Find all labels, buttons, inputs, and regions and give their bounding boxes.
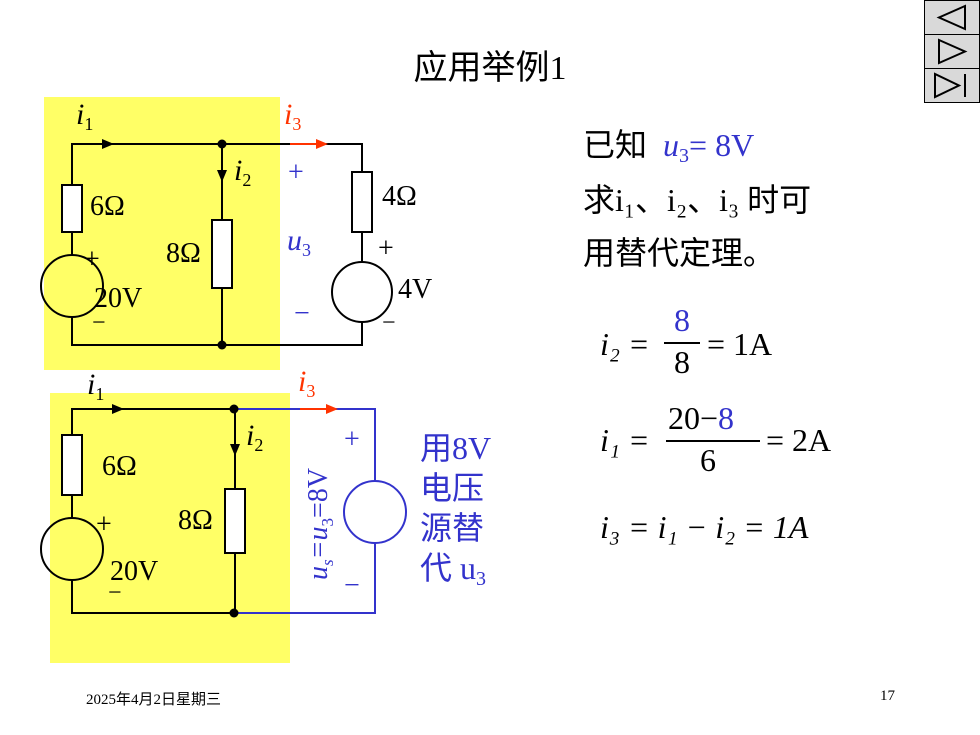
node-bottom [217, 340, 227, 350]
label-r1: 6Ω [90, 191, 125, 222]
node-top [217, 139, 227, 149]
circuit-1: i1 i2 i3 6Ω 8Ω 4Ω + 20V − + 4V − + u3 − [40, 97, 432, 370]
page-title: 应用举例1 [413, 50, 567, 87]
src1-plus-2: + [96, 509, 112, 540]
src1-plus: + [84, 244, 100, 275]
label-r1-2: 6Ω [102, 451, 137, 482]
resistor-8ohm-2 [224, 488, 246, 554]
resistor-6ohm [61, 184, 83, 233]
i1-arrow-icon-2 [112, 404, 124, 414]
eq1-lhs: i₂ = [600, 326, 650, 362]
prev-slide-button[interactable] [924, 0, 980, 35]
eq2-fraction-bar [666, 440, 760, 442]
i1-arrow-icon [102, 139, 114, 149]
u3-minus: − [294, 298, 310, 329]
label-r3: 4Ω [382, 181, 417, 212]
page-number: 17 [880, 688, 895, 704]
wire-top-blue [232, 408, 376, 481]
eq1-numerator: 8 [674, 302, 690, 338]
resistor-6ohm-2 [61, 434, 83, 496]
last-slide-button[interactable] [924, 68, 980, 103]
eq1-rhs: = 1A [707, 326, 773, 362]
label-i1-2: i1 [87, 368, 104, 404]
src2-plus: + [378, 233, 394, 264]
src2-minus: − [382, 310, 396, 336]
eq2-numerator: 20−8 [668, 400, 735, 436]
eq2-lhs: i₁ = [600, 422, 650, 458]
us-minus: − [344, 570, 360, 601]
given-line: 已知 u3= 8V [583, 127, 755, 167]
i2-arrow-icon [217, 170, 227, 182]
note-line-1: 用8V [420, 430, 492, 466]
eq3: i₃ = i₁ − i₂ = 1A [600, 509, 809, 545]
label-i2: i2 [234, 154, 251, 190]
highlight-region-2 [50, 393, 290, 663]
resistor-4ohm [351, 171, 373, 233]
highlight-region-1 [44, 97, 280, 370]
note-line-4: 代 u3 [420, 550, 487, 590]
next-slide-button[interactable] [924, 34, 980, 69]
voltage-source-20v [40, 254, 104, 318]
src1-minus-2: − [108, 580, 122, 606]
voltage-source-20v-2 [40, 517, 104, 581]
eq2-rhs: = 2A [766, 422, 832, 458]
eq1-fraction-bar [664, 342, 700, 344]
voltage-source-4v [331, 261, 393, 323]
label-us-rotated: us=u3=8V [303, 468, 337, 580]
src1-minus: − [92, 310, 106, 336]
method-line: 用替代定理。 [583, 235, 776, 271]
eq1-denominator: 8 [674, 344, 690, 380]
label-i3-2: i3 [298, 365, 315, 401]
next-triangle-icon [938, 38, 968, 65]
i3-arrow-icon-2 [326, 404, 338, 414]
eq2-denominator: 6 [700, 442, 716, 478]
i2-arrow-icon-2 [230, 444, 240, 456]
label-i2-2: i2 [246, 419, 263, 455]
slide-nav [924, 0, 980, 103]
i3-arrow-icon [316, 139, 328, 149]
resistor-8ohm [211, 219, 233, 289]
wire-top [71, 143, 363, 185]
circuit-2: i1 i2 i3 6Ω 8Ω + 20V − + − us=u3=8V [40, 365, 407, 663]
wire-bottom [71, 317, 363, 346]
label-i3: i3 [284, 98, 301, 134]
label-u3: u3 [287, 224, 311, 260]
label-r2: 8Ω [166, 238, 201, 269]
label-i1: i1 [76, 98, 93, 134]
replacement-note: 用8V 电压 源替 代 u3 [420, 428, 491, 599]
prev-triangle-icon [936, 4, 966, 31]
note-line-3: 源替 [420, 510, 485, 546]
wire-bottom-blue [232, 543, 376, 614]
label-src1: 20V [94, 283, 142, 314]
footer-date: 2025年4月2日星期三 [86, 692, 222, 708]
note-line-2: 电压 [420, 470, 485, 506]
u3-plus: + [288, 157, 304, 188]
label-r2-2: 8Ω [178, 505, 213, 536]
last-triangle-icon [934, 72, 966, 99]
voltage-source-8v [343, 480, 407, 544]
question-line: 求i₁、i₂、i₃ 时可 [583, 182, 812, 218]
us-plus: + [344, 424, 360, 455]
label-src1-2: 20V [110, 556, 158, 587]
label-src2: 4V [398, 274, 432, 305]
